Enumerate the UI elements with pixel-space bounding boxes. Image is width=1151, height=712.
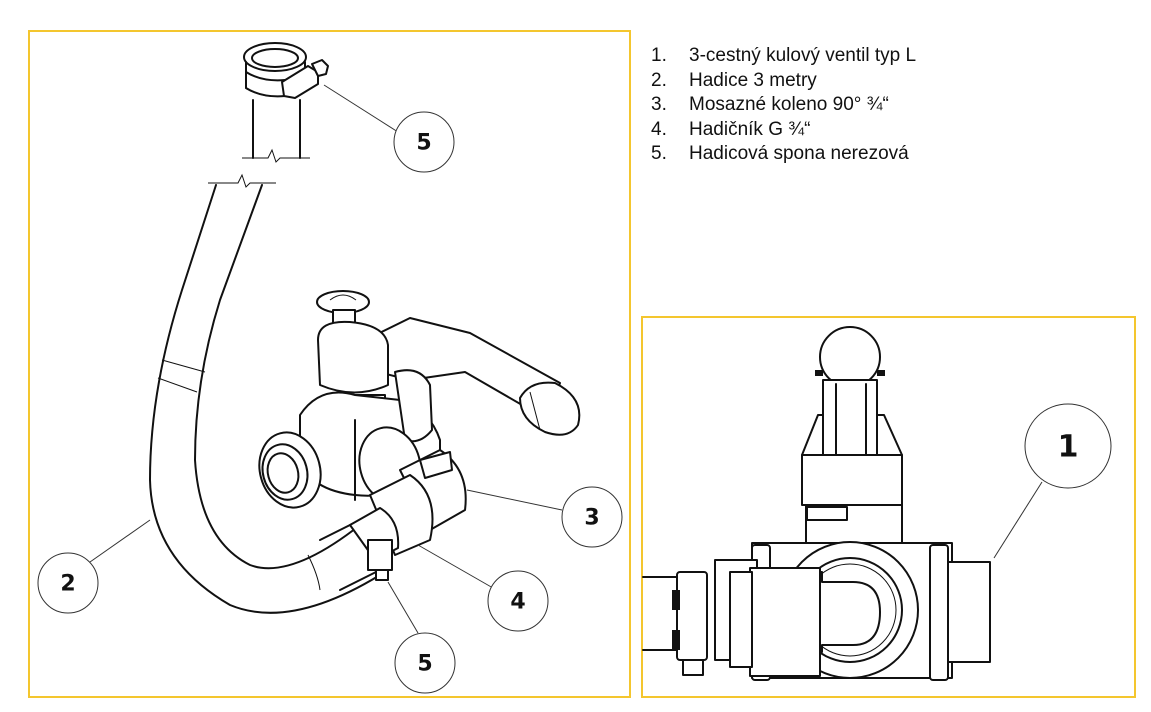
svg-text:2: 2 xyxy=(60,572,75,597)
parts-legend: 1.3-cestný kulový ventil typ L 2.Hadice … xyxy=(651,44,916,167)
callout-2: 2 xyxy=(37,552,99,614)
hose-barb-fitting xyxy=(349,507,400,581)
leader-lines-left xyxy=(89,84,563,634)
callout-3: 3 xyxy=(561,486,623,548)
callout-5-bottom: 5 xyxy=(394,632,456,694)
legend-item: 5.Hadicová spona nerezová xyxy=(651,142,916,167)
legend-item-label: Hadicová spona nerezová xyxy=(689,143,909,164)
callout-5-top: 5 xyxy=(393,111,455,173)
legend-item-label: Hadice 3 metry xyxy=(689,69,817,91)
svg-text:5: 5 xyxy=(417,652,432,677)
legend-item-label: Hadičník G ¾“ xyxy=(689,118,811,140)
elbow-fitting xyxy=(369,449,467,556)
svg-text:1: 1 xyxy=(1058,430,1079,465)
legend-item: 1.3-cestný kulový ventil typ L xyxy=(651,44,916,69)
callout-1: 1 xyxy=(1024,403,1112,489)
legend-item: 2.Hadice 3 metry xyxy=(651,69,916,94)
svg-text:3: 3 xyxy=(584,506,599,531)
callout-4: 4 xyxy=(487,570,549,632)
legend-item-label: Mosazné koleno 90° ¾“ xyxy=(689,94,889,115)
hose-clamp-top xyxy=(243,42,329,99)
valve-front-view xyxy=(642,326,991,681)
hose-top-segment xyxy=(208,99,310,188)
svg-text:4: 4 xyxy=(510,590,525,615)
svg-text:5: 5 xyxy=(416,131,431,156)
legend-item: 4.Hadičník G ¾“ xyxy=(651,118,916,143)
legend-item: 3.Mosazné koleno 90° ¾“ xyxy=(651,93,916,118)
leader-line-1 xyxy=(993,481,1043,559)
legend-item-label: 3-cestný kulový ventil typ L xyxy=(689,45,917,66)
